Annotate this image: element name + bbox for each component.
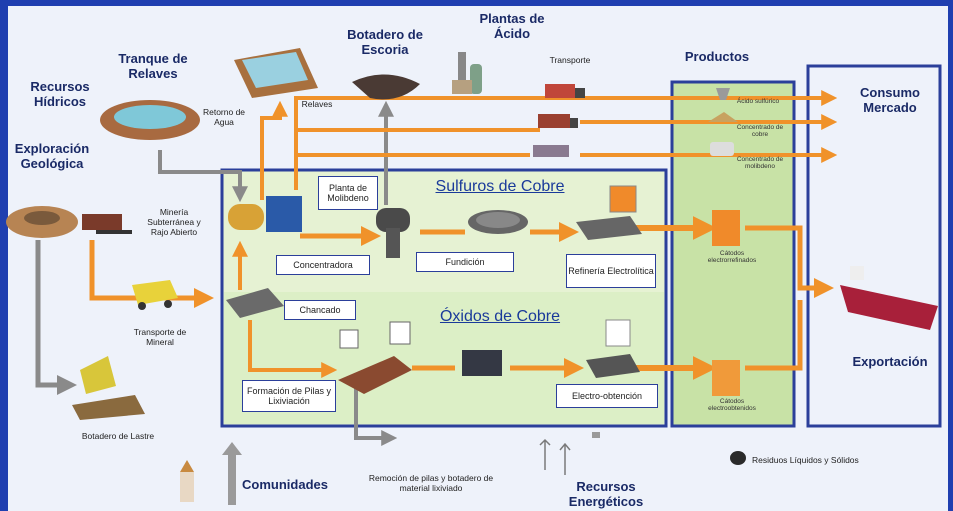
refineria-illustration: [576, 185, 642, 240]
botadero-escoria-title: Botadero de Escoria: [347, 27, 423, 57]
prod-to-export-1: [745, 225, 834, 298]
ew-tank-illustration: [462, 319, 640, 378]
retorno-arrow: [158, 150, 248, 203]
tranque-relaves-illustration: [100, 100, 200, 140]
consumo-mercado-title: Consumo Mercado: [860, 85, 920, 115]
transporte-mineral-label: Transporte de Mineral: [133, 327, 187, 347]
exploracion-illustration: [6, 206, 78, 238]
mineria-label: Minería Subterránea y Rajo Abierto: [147, 207, 201, 237]
relaves-label: Relaves: [301, 99, 333, 109]
cobre-line: [296, 122, 830, 130]
molibdeno-illustration: [376, 208, 410, 258]
remocion-arrow: [354, 385, 398, 446]
formacion-pilas-box: Formación de Pilas y Lixiviación: [242, 380, 336, 412]
relaves-up: [260, 100, 288, 200]
transporte-top-label: Transporte: [549, 55, 591, 65]
concentradora-illustration: [228, 196, 302, 232]
acido-sulfurico-label: Ácido sulfúrico: [736, 98, 780, 105]
ship-illustration: [840, 266, 938, 330]
pilas-illustration: [338, 321, 412, 394]
chancado-illustration: [226, 288, 284, 318]
fundicion-box: Fundición: [416, 252, 514, 272]
pylons-illustration: [539, 438, 571, 475]
products-illustration: [708, 88, 740, 396]
concentrado-molibdeno-label: Concentrado de molibdeno: [736, 156, 784, 171]
acid-line: [294, 90, 838, 190]
comunidades-illustration: [180, 460, 194, 502]
refineria-box: Refinería Electrolítica: [566, 254, 656, 288]
retorno-agua-label: Retorno de Agua: [202, 107, 246, 127]
oxidos-section-title: Óxidos de Cobre: [439, 308, 561, 325]
catodos-electrorrefinados-label: Cátodos electrorrefinados: [707, 250, 757, 265]
chancado-box: Chancado: [284, 300, 356, 320]
catodos-electroobtenidos-label: Cátodos electroobtenidos: [708, 398, 756, 413]
chanc-to-pilas: [248, 320, 338, 378]
concentradora-box: Concentradora: [276, 255, 370, 275]
fundicion-illustration: [468, 210, 528, 234]
lastre-arrow: [35, 240, 77, 395]
tranque-relaves-title: Tranque de Relaves: [118, 51, 188, 81]
acid-plant-illustration: [452, 52, 482, 94]
residuos-label: Residuos Líquidos y Sólidos: [752, 455, 859, 465]
plantas-acido-title: Plantas de Ácido: [479, 11, 545, 41]
residuos-icon: [730, 451, 746, 465]
planta-molibdeno-box: Planta de Molibdeno: [318, 176, 378, 210]
recursos-hidricos-title: Recursos Hídricos: [30, 79, 90, 109]
prod-to-export-2: [745, 300, 803, 371]
trucks-illustration: [533, 84, 585, 157]
train-illustration: [82, 214, 132, 234]
comunidades-title: Comunidades: [242, 477, 328, 492]
concentrado-cobre-label: Concentrado de cobre: [736, 124, 784, 139]
exportacion-title: Exportación: [852, 354, 928, 369]
remocion-label: Remoción de pilas y botadero de material…: [368, 473, 494, 493]
sulfuros-section-title: Sulfuros de Cobre: [435, 178, 565, 195]
escoria-illustration: [352, 74, 420, 100]
recursos-energeticos-title: Recursos Energéticos: [568, 479, 644, 509]
haul-truck-illustration: [132, 280, 178, 310]
lastre-illustration: [72, 356, 145, 420]
productos-title: Productos: [684, 49, 750, 64]
electro-obtencion-box: Electro-obtención: [556, 384, 658, 408]
exploracion-title: Exploración Geológica: [14, 141, 90, 171]
botadero-lastre-label: Botadero de Lastre: [81, 431, 155, 441]
comunidades-arrow-head: [222, 442, 242, 455]
relaves-basin-illustration: [234, 48, 318, 98]
